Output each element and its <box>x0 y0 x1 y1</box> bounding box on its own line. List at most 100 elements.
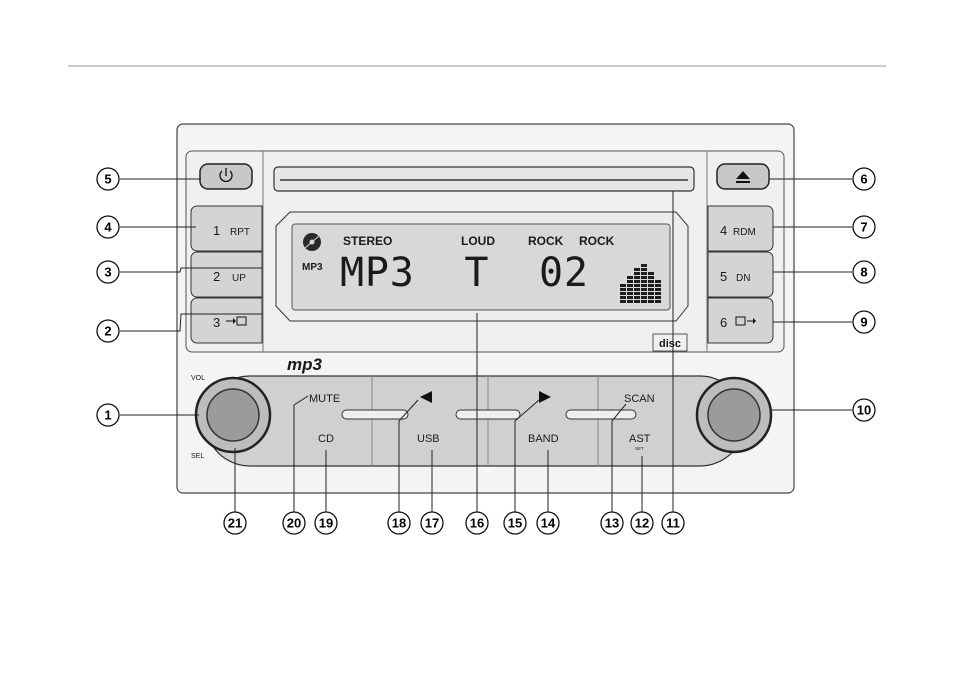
svg-text:19: 19 <box>319 516 333 531</box>
scan-label[interactable]: SCAN <box>624 393 655 405</box>
vol-label: VOL <box>191 375 205 382</box>
svg-text:2: 2 <box>104 324 111 339</box>
callout-21: 21 <box>224 512 246 534</box>
preset-2-number: 2 <box>213 269 220 284</box>
callout-9: 9 <box>853 311 875 333</box>
preset-1-button[interactable] <box>191 206 262 251</box>
callout-1: 1 <box>97 404 119 426</box>
display-rock-1: ROCK <box>528 234 564 248</box>
display-mp3-tag: MP3 <box>302 262 323 273</box>
svg-text:16: 16 <box>470 516 484 531</box>
mp3-logo: mp3 <box>287 355 323 374</box>
eq-segment <box>641 288 647 291</box>
eq-segment <box>620 288 626 291</box>
preset-6-button[interactable] <box>708 298 773 343</box>
callout-11: 11 <box>662 512 684 534</box>
cd-label[interactable]: CD <box>318 433 334 445</box>
callout-12: 12 <box>631 512 653 534</box>
preset-3-number: 3 <box>213 315 220 330</box>
eq-segment <box>641 264 647 267</box>
eq-segment <box>655 288 661 291</box>
eq-segment <box>634 300 640 303</box>
eq-segment <box>620 292 626 295</box>
eq-segment <box>648 296 654 299</box>
preset-4-label: RDM <box>733 227 756 238</box>
callout-14: 14 <box>537 512 559 534</box>
eq-segment <box>648 276 654 279</box>
preset-6-number: 6 <box>720 315 727 330</box>
set-label: SET <box>635 446 644 451</box>
svg-text:17: 17 <box>425 516 439 531</box>
eq-segment <box>627 284 633 287</box>
eq-segment <box>634 292 640 295</box>
eq-segment <box>634 268 640 271</box>
scan-ast-rocker[interactable] <box>566 410 636 419</box>
callout-10: 10 <box>853 399 875 421</box>
eq-segment <box>627 280 633 283</box>
callout-20: 20 <box>283 512 305 534</box>
callout-15: 15 <box>504 512 526 534</box>
usb-label[interactable]: USB <box>417 433 440 445</box>
eq-segment <box>620 300 626 303</box>
volume-knob[interactable] <box>207 389 259 441</box>
eq-segment <box>655 300 661 303</box>
preset-2-button[interactable] <box>191 252 262 297</box>
callout-7: 7 <box>853 216 875 238</box>
eq-segment <box>627 296 633 299</box>
eq-segment <box>655 292 661 295</box>
eq-segment <box>634 284 640 287</box>
callout-19: 19 <box>315 512 337 534</box>
seek-back-rocker[interactable] <box>342 410 408 419</box>
svg-text:10: 10 <box>857 403 871 418</box>
ast-label[interactable]: AST <box>629 433 651 445</box>
svg-text:8: 8 <box>860 265 867 280</box>
callout-8: 8 <box>853 261 875 283</box>
eq-segment <box>641 272 647 275</box>
eq-segment <box>641 276 647 279</box>
svg-text:14: 14 <box>541 516 556 531</box>
eq-segment <box>620 284 626 287</box>
svg-text:15: 15 <box>508 516 522 531</box>
svg-text:5: 5 <box>104 172 111 187</box>
band-label[interactable]: BAND <box>528 433 559 445</box>
eq-segment <box>641 292 647 295</box>
svg-text:disc: disc <box>659 338 681 350</box>
callout-4: 4 <box>97 216 119 238</box>
eq-segment <box>648 280 654 283</box>
callout-3: 3 <box>97 261 119 283</box>
power-button[interactable] <box>200 164 252 189</box>
svg-text:3: 3 <box>104 265 111 280</box>
display-rock-2: ROCK <box>579 234 615 248</box>
preset-5-label: DN <box>736 273 750 284</box>
callout-18: 18 <box>388 512 410 534</box>
tune-knob[interactable] <box>708 389 760 441</box>
eq-segment <box>648 300 654 303</box>
eq-segment <box>627 292 633 295</box>
eq-segment <box>655 296 661 299</box>
eq-segment <box>620 296 626 299</box>
display-loud: LOUD <box>461 234 495 248</box>
svg-text:13: 13 <box>605 516 619 531</box>
eq-segment <box>634 296 640 299</box>
control-band <box>205 376 745 466</box>
display-stereo: STEREO <box>343 234 392 248</box>
svg-text:9: 9 <box>860 315 867 330</box>
display-main-text: MP3 T 02 <box>340 250 588 296</box>
callout-6: 6 <box>853 168 875 190</box>
svg-text:6: 6 <box>860 172 867 187</box>
mute-label[interactable]: MUTE <box>309 393 340 405</box>
eq-segment <box>641 280 647 283</box>
eq-segment <box>634 276 640 279</box>
svg-text:1: 1 <box>104 408 111 423</box>
preset-5-number: 5 <box>720 269 727 284</box>
callout-17: 17 <box>421 512 443 534</box>
eq-segment <box>641 296 647 299</box>
eq-segment <box>648 272 654 275</box>
preset-1-label: RPT <box>230 227 250 238</box>
svg-text:18: 18 <box>392 516 406 531</box>
svg-text:20: 20 <box>287 516 301 531</box>
seek-forward-rocker[interactable] <box>456 410 520 419</box>
callout-13: 13 <box>601 512 623 534</box>
svg-text:12: 12 <box>635 516 649 531</box>
